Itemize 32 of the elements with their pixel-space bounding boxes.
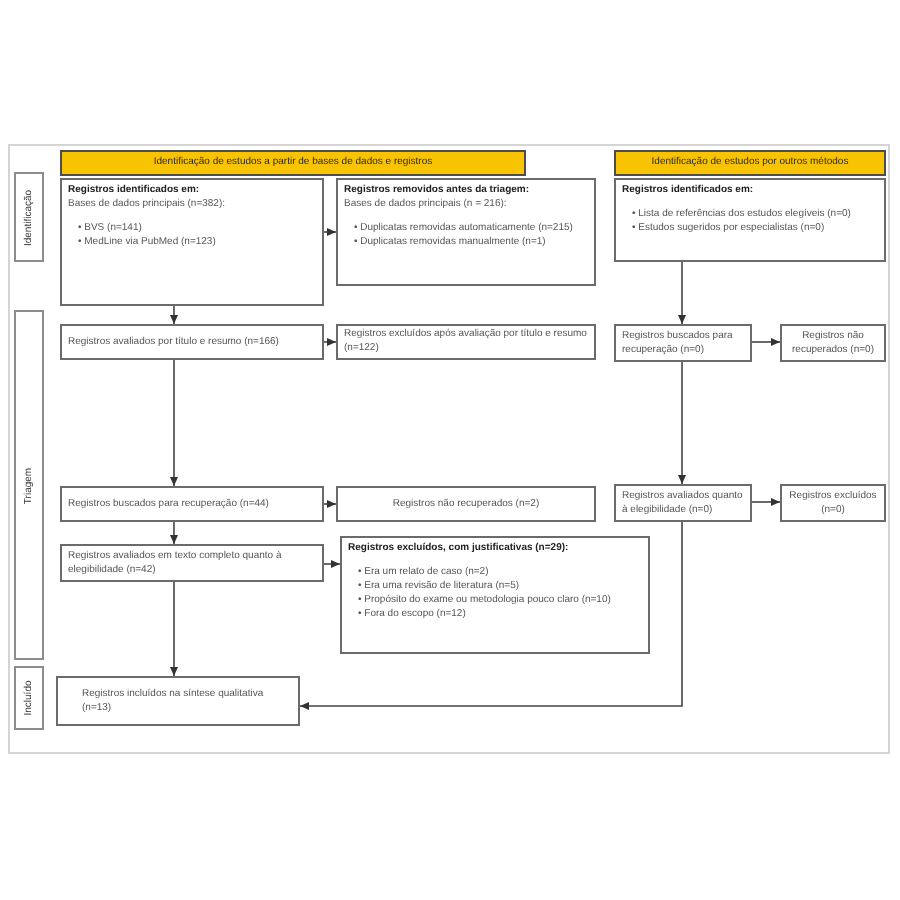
process-box: [56, 676, 300, 726]
phase-band: [14, 172, 44, 262]
process-box: [60, 486, 324, 522]
phase-band: [14, 310, 44, 660]
arrow: [170, 305, 178, 325]
section-header-bar: [614, 150, 886, 176]
process-box: [614, 484, 752, 522]
process-box: [336, 486, 596, 522]
process-box: [614, 324, 752, 362]
arrow: [170, 521, 178, 545]
process-box: [340, 536, 650, 654]
arrow: [299, 521, 683, 710]
process-box: [60, 324, 324, 360]
process-box: [60, 544, 324, 582]
process-box: [780, 484, 886, 522]
arrow: [751, 498, 781, 506]
process-box: [60, 178, 324, 306]
process-box: [336, 324, 596, 360]
arrow: [170, 581, 178, 677]
process-box: [614, 178, 886, 262]
arrow: [323, 338, 337, 346]
arrow: [751, 338, 781, 346]
arrow: [323, 228, 337, 236]
arrow: [170, 359, 178, 487]
process-box: [336, 178, 596, 286]
arrow: [678, 261, 686, 325]
section-header-bar: [60, 150, 526, 176]
arrow: [323, 560, 341, 568]
phase-band: [14, 666, 44, 730]
process-box: [780, 324, 886, 362]
arrow: [323, 500, 337, 508]
arrow: [678, 361, 686, 485]
